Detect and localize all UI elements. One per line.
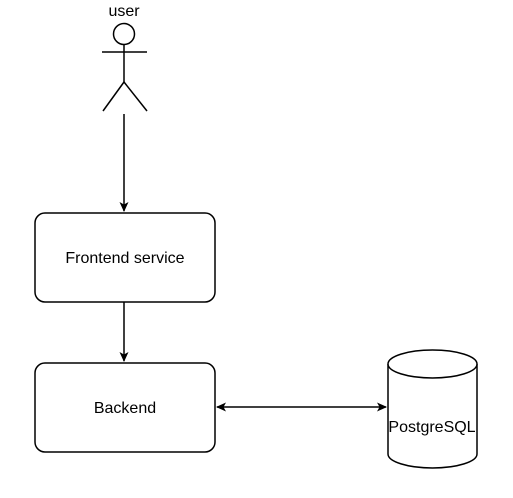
user-actor: user [102,3,148,112]
backend-node[interactable]: Backend [34,362,216,453]
database-cylinder-icon [387,349,478,469]
frontend-service-node[interactable]: Frontend service [34,212,216,303]
backend-label: Backend [94,400,156,417]
frontend-service-label: Frontend service [65,250,184,267]
postgresql-label: PostgreSQL [388,419,475,436]
stick-figure-icon [102,22,148,112]
user-actor-label: user [108,3,140,20]
postgresql-database-node[interactable]: PostgreSQL [387,349,478,469]
